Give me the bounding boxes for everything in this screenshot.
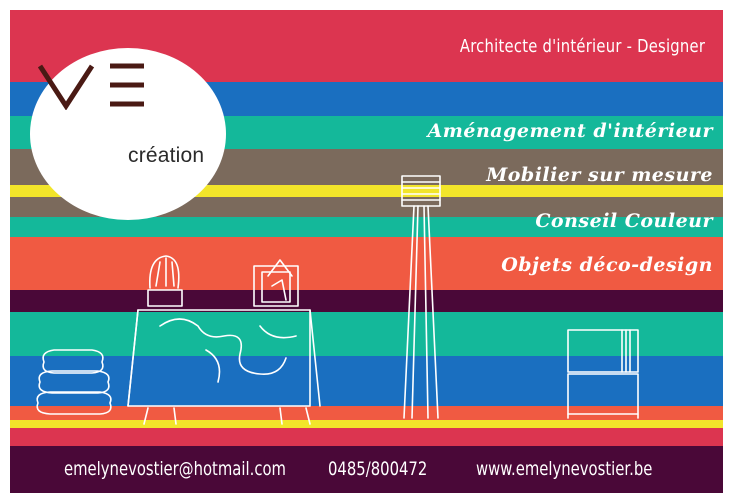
logo-ve-mark (38, 63, 144, 110)
contact-website[interactable]: www.emelynevostier.be (476, 458, 653, 480)
stripe-coral-2 (10, 406, 723, 420)
stripe-teal-2 (10, 217, 723, 237)
contact-footer (10, 446, 723, 493)
stripe-yellow-2 (10, 420, 723, 428)
service-mobilier: Mobilier sur mesure (486, 164, 713, 186)
stripe-teal-3 (10, 312, 723, 356)
contact-email[interactable]: emelynevostier@hotmail.com (64, 458, 286, 480)
table-icon (127, 309, 321, 425)
stripe-brown-2 (10, 197, 723, 217)
stripe-plum (10, 290, 723, 312)
vase-icon (147, 255, 183, 307)
stripe-red-bottom (10, 428, 723, 446)
lamp-icon (401, 175, 441, 419)
service-objets: Objets déco-design (501, 254, 713, 276)
cushion-stack-icon (36, 349, 112, 415)
cabinet-icon (567, 329, 639, 419)
furniture-illustration (36, 175, 639, 425)
service-conseil: Conseil Couleur (535, 210, 713, 232)
logo-subtitle: création (128, 144, 205, 167)
stripe-coral (10, 237, 723, 290)
logo-circle (30, 48, 226, 220)
business-card: création Architecte d'intérieur - Design… (10, 10, 723, 493)
contact-phone[interactable]: 0485/800472 (328, 458, 428, 480)
sculpture-icon (253, 259, 299, 307)
service-amenagement: Aménagement d'intérieur (427, 120, 713, 142)
tagline: Architecte d'intérieur - Designer (459, 36, 705, 57)
